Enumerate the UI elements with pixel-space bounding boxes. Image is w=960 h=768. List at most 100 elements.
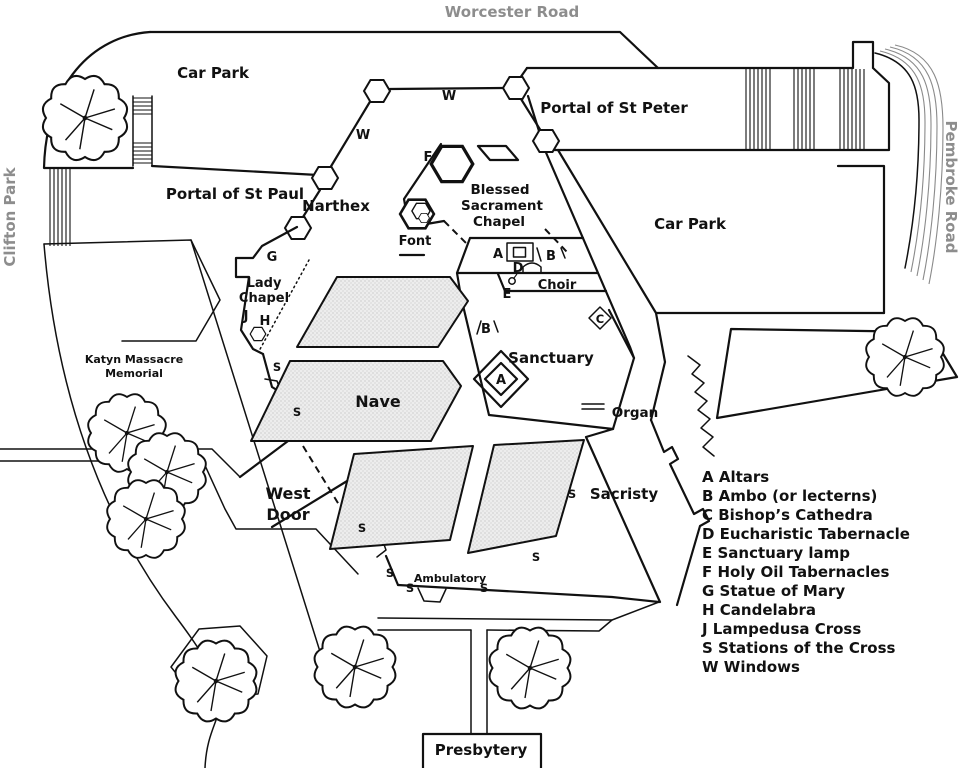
label-katyn-1: Katyn Massacre (85, 353, 183, 366)
column-hexagon (532, 129, 560, 153)
west-walkway-top (0, 448, 241, 478)
label-portal-st-paul: Portal of St Paul (166, 185, 304, 203)
sanctuary-lamp-tick (513, 273, 518, 279)
east-zigzag-steps (687, 355, 715, 457)
label-blessed-1: Blessed (471, 182, 530, 198)
presbytery-box (421, 732, 543, 768)
marker-lampedusa-cross: J (243, 309, 249, 324)
west-porch-inner (270, 476, 354, 529)
label-nave: Nave (355, 392, 401, 411)
carpark-left-bottom-wall (150, 164, 320, 177)
seating-block-nave (250, 360, 462, 442)
cathedral-building (234, 76, 711, 607)
marker-ambo-choir: B (546, 249, 556, 264)
legend-item: E Sanctuary lamp (702, 544, 850, 562)
tree-icon (488, 626, 572, 710)
marker-lamp: E (503, 287, 512, 302)
katyn-lawn-outline (43, 239, 221, 342)
altar-platform-walls (455, 236, 608, 299)
ambulatory-south-wall (396, 583, 661, 604)
band-stairs-hatch-2 (793, 69, 815, 149)
column-hexagon (502, 76, 530, 100)
legend-item: D Eucharistic Tabernacle (702, 525, 910, 543)
legend-item: S Stations of the Cross (702, 639, 896, 657)
label-narthex: Narthex (302, 197, 370, 215)
label-font: Font (399, 234, 432, 249)
carpark-left-curved-corner (42, 30, 152, 170)
legend-item: A Altars (702, 468, 769, 486)
legend: A Altars B Ambo (or lecterns) C Bishop’s… (701, 468, 910, 676)
tabernacle-arch (522, 262, 542, 274)
legend-item: F Holy Oil Tabernacles (702, 563, 889, 581)
marker-tabernacle: D (513, 261, 524, 276)
pembroke-path-curve-3 (884, 48, 932, 277)
narthex-north-wall (328, 86, 541, 170)
label-blessed-2: Sacrament (461, 198, 543, 214)
clifton-park-steps (49, 167, 71, 246)
label-lady-chapel-1: Lady (247, 276, 282, 291)
processional-way-outer (556, 148, 667, 422)
label-lady-chapel-2: Chapel (239, 291, 289, 306)
label-west-door-1: West (265, 484, 310, 503)
tree-icon (174, 639, 258, 723)
portal-st-peter-band (525, 40, 891, 152)
marker-cathedra: C (596, 312, 604, 326)
marker-window-west: W (356, 128, 370, 143)
sacristy-outer-wall (649, 418, 711, 607)
tree-icon (106, 479, 186, 559)
marker-station: S (532, 550, 540, 564)
seating-block-north (296, 276, 469, 348)
candelabra-hexagon (249, 326, 267, 342)
ambo-marks-nave (476, 320, 499, 335)
label-portal-st-peter: Portal of St Peter (540, 99, 688, 117)
label-car-park-right: Car Park (654, 215, 727, 233)
label-katyn-2: Memorial (105, 367, 163, 380)
chapel-screen-dashed-left (443, 220, 467, 244)
marker-station: S (273, 360, 281, 374)
marker-station: S (358, 521, 366, 535)
label-presbytery: Presbytery (435, 741, 528, 759)
marker-ambo-nave: B (481, 322, 491, 337)
legend-item: C Bishop’s Cathedra (702, 506, 873, 524)
font-hexagon-inner (418, 212, 430, 224)
carpark-left-top-edge (148, 30, 660, 70)
label-west-door-2: Door (266, 505, 309, 524)
marker-holy-oil: F (424, 150, 433, 165)
narthex-inner-wall (301, 188, 322, 219)
label-blessed-3: Chapel (473, 214, 525, 230)
sanctuary-lamp-dot (508, 277, 516, 285)
high-altar-box (506, 242, 534, 262)
marker-statue-mary: G (267, 250, 278, 265)
pembroke-path-curve-2 (879, 50, 926, 273)
nave-altar-diamond-inner (483, 361, 519, 397)
chapel-screen-dashed-right (544, 228, 568, 253)
tree-icon (313, 625, 397, 709)
label-ambulatory: Ambulatory (414, 572, 486, 585)
churchyard-diagonal-wall (190, 239, 323, 659)
marker-station: S (568, 487, 576, 501)
wall-notch-south (417, 587, 447, 603)
marker-station: S (480, 581, 488, 595)
south-walkway-bottom (377, 619, 613, 632)
sacristy-inner-wall (584, 427, 662, 604)
west-door-dashed (302, 445, 342, 509)
road-label-clifton-park: Clifton Park (1, 166, 19, 266)
marker-station: S (293, 405, 301, 419)
label-sanctuary: Sanctuary (508, 349, 594, 367)
seating-block-south (329, 445, 474, 550)
band-stairs-hatch-3 (839, 69, 865, 149)
label-car-park-left: Car Park (177, 64, 250, 82)
tree-icon (41, 74, 129, 162)
label-choir: Choir (538, 278, 577, 293)
stair-treads-upper (133, 97, 152, 115)
legend-item: G Statue of Mary (702, 582, 845, 600)
marker-altar-high: A (493, 247, 503, 262)
marker-station: S (406, 581, 414, 595)
road-label-pembroke: Pembroke Road (942, 121, 960, 254)
road-label-worcester: Worcester Road (445, 3, 579, 21)
stair-treads-lower (133, 142, 152, 164)
cathedra-diamond (588, 306, 612, 330)
marker-station: S (386, 566, 394, 580)
south-walkway-top (377, 601, 660, 621)
